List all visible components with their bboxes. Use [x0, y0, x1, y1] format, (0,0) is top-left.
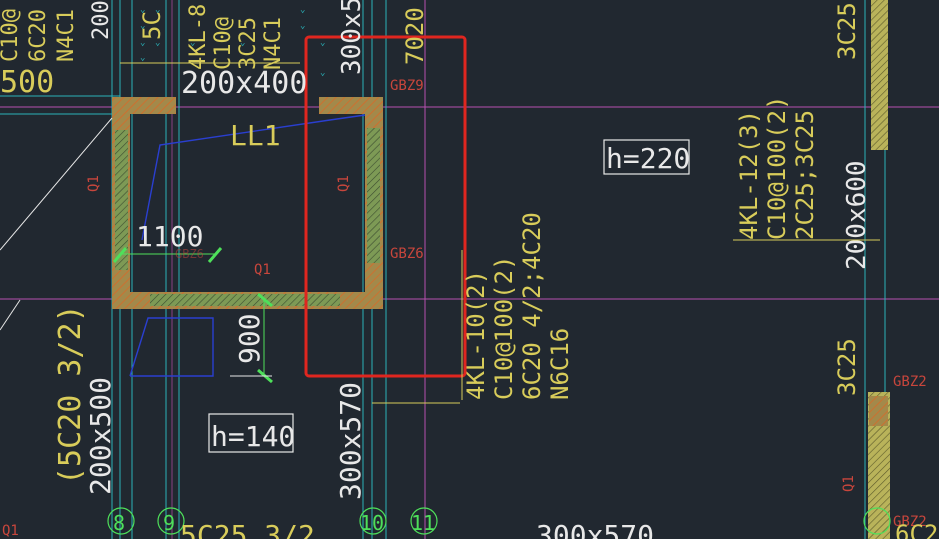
- label-top-left-1: C10@: [0, 9, 23, 62]
- label-top-300x: 300x5: [337, 0, 367, 75]
- label-gbz6-left: GBZ6: [175, 247, 204, 261]
- label-ll1: LL1: [230, 119, 281, 152]
- diagonal-lines: [0, 117, 113, 331]
- svg-text:⌄: ⌄: [190, 38, 195, 48]
- svg-text:⌄: ⌄: [320, 38, 325, 48]
- label-beam-4kl: 4KL-8: [186, 4, 211, 70]
- label-col-3c25-top: 3C25: [833, 2, 861, 60]
- h140-box: [208, 413, 294, 453]
- svg-text:⌄: ⌄: [240, 38, 245, 48]
- axis-lines: [0, 0, 886, 539]
- label-h140: h=140: [211, 420, 295, 453]
- label-bottom-6c2: 6C2: [895, 520, 938, 539]
- svg-text:⌄: ⌄: [320, 68, 325, 78]
- label-col-3c25-bottom: 3C25: [833, 338, 861, 396]
- label-gbz-bottom: GBZ2: [893, 514, 927, 530]
- label-top-left-2: 6C20: [26, 9, 51, 62]
- label-kl12-3: 2C25;3C25: [791, 110, 819, 240]
- label-kl10-4: N6C16: [546, 328, 574, 400]
- label-kl12-2: C10@100(2): [763, 96, 791, 241]
- h220-box: [603, 139, 690, 175]
- label-gbz6: GBZ6: [390, 246, 424, 262]
- highlight-box[interactable]: [304, 35, 467, 378]
- shear-walls: [112, 0, 890, 539]
- label-top-left-3: N4C1: [54, 9, 79, 62]
- axis-bubbles: [107, 507, 891, 535]
- top-arrows: ⌄ ⌄ ⌄ ⌄ ⌄ ⌄ ⌄ ⌄ ⌄ ⌄ ⌄ ⌄: [140, 5, 325, 78]
- svg-text:⌄: ⌄: [155, 5, 160, 15]
- label-beam-c10: C10@: [211, 17, 236, 70]
- blue-lines: [129, 114, 366, 377]
- svg-text:⌄: ⌄: [155, 38, 160, 48]
- label-top-left-dim: 500: [0, 65, 54, 100]
- axis-8: 8: [113, 511, 125, 535]
- label-5c: 5C: [138, 11, 166, 40]
- label-kl12-1: 4KL-12(3): [735, 110, 763, 240]
- label-kl10-2: C10@100(2): [490, 256, 518, 401]
- axis-9: 9: [163, 511, 175, 535]
- svg-text:⌄: ⌄: [300, 21, 305, 31]
- dimension-900: [230, 292, 273, 384]
- label-q1-bottom: Q1: [254, 262, 271, 278]
- label-gbz9: GBZ9: [390, 78, 424, 94]
- label-top-200: 200: [89, 0, 114, 40]
- label-bottom-5c25: 5C25 3/2: [180, 519, 315, 539]
- label-q1-right: Q1: [841, 475, 857, 492]
- label-left-5c20: (5C20 3/2): [53, 304, 88, 485]
- label-kl10-3: 6C20 4/2;4C20: [518, 212, 546, 400]
- label-left-200x500: 200x500: [84, 377, 117, 495]
- label-bottom-300x570: 300x570: [536, 519, 654, 539]
- label-dim-1100: 1100: [136, 220, 203, 253]
- label-q1-far-left: Q1: [2, 523, 19, 539]
- label-beam-n4c: N4C1: [261, 17, 286, 70]
- label-top-7020: 7020: [401, 7, 429, 65]
- svg-text:⌄: ⌄: [140, 38, 145, 48]
- label-dim-900: 900: [233, 313, 266, 364]
- svg-text:⌄: ⌄: [300, 5, 305, 15]
- label-h220: h=220: [606, 142, 690, 175]
- axis-11: 11: [411, 511, 435, 535]
- label-gbz2: GBZ2: [893, 374, 927, 390]
- label-beam-200x400: 200x400: [181, 66, 307, 101]
- label-kl10-1: 4KL-10(2): [462, 270, 490, 400]
- label-dim-300x570-v: 300x570: [334, 382, 367, 500]
- svg-text:⌄: ⌄: [140, 21, 145, 31]
- label-q1-left: Q1: [86, 175, 102, 192]
- dimension-1100: [112, 247, 223, 263]
- label-kl12-size: 200x600: [842, 160, 872, 270]
- axis-10: 10: [360, 511, 384, 535]
- svg-text:⌄: ⌄: [140, 53, 145, 63]
- label-q1-mid: Q1: [336, 175, 352, 192]
- svg-text:⌄: ⌄: [140, 5, 145, 15]
- label-beam-3c: 3C25: [236, 17, 261, 70]
